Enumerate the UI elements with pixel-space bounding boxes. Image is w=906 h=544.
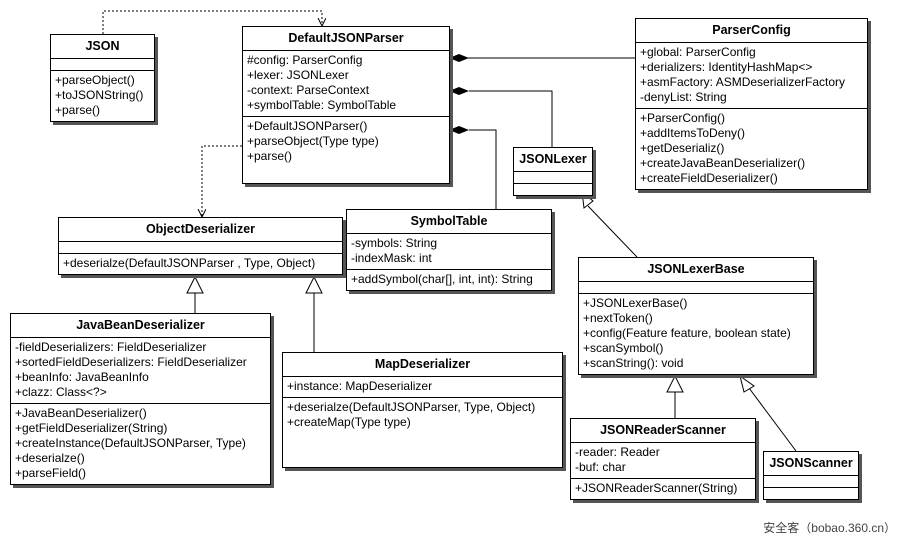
attribute: +derializers: IdentityHashMap<> (640, 60, 813, 74)
operation: +deserialze(DefaultJSONParser, Type, Obj… (287, 400, 536, 414)
class-mapdeserializer: MapDeserializer +instance: MapDeserialize… (282, 352, 563, 468)
class-javabeandeserializer: JavaBeanDeserializer-fieldDeserializers:… (10, 313, 271, 485)
watermark: 安全客（bobao.360.cn） (763, 521, 896, 535)
operation: +scanSymbol() (583, 341, 664, 355)
operations-section: +deserialze(DefaultJSONParser , Type, Ob… (59, 254, 342, 274)
class-jsonreaderscanner: JSONReaderScanner-reader: Reader-buf: ch… (570, 418, 756, 500)
operation: +JavaBeanDeserializer() (15, 406, 147, 420)
attribute: +beanInfo: JavaBeanInfo (15, 370, 149, 384)
class-name: MapDeserializer (283, 353, 562, 377)
operation: +scanString(): void (583, 356, 684, 370)
attribute: +clazz: Class<?> (15, 385, 107, 399)
operation: +getDeserializ() (640, 141, 725, 155)
attribute: +global: ParserConfig (640, 45, 756, 59)
operations-section: +JSONReaderScanner(String) (571, 479, 755, 499)
class-jsonscanner: JSONScanner (763, 451, 859, 500)
dependency-json-parser (102, 10, 322, 34)
attribute: -denyList: String (640, 90, 727, 104)
operations-section: +addSymbol(char[], int, int): String (347, 270, 551, 290)
attribute: +lexer: JSONLexer (247, 68, 349, 82)
attribute: -indexMask: int (351, 251, 432, 265)
attribute: #config: ParserConfig (247, 53, 363, 67)
operation: +createFieldDeserializer() (640, 171, 778, 185)
class-name: JSON (51, 35, 154, 59)
attribute: -fieldDeserializers: FieldDeserializer (15, 340, 207, 354)
diamond-config (449, 54, 469, 62)
attribute: +sortedFieldDeserializers: FieldDeserial… (15, 355, 247, 369)
attributes-section: #config: ParserConfig+lexer: JSONLexer-c… (243, 51, 449, 117)
attributes-section: -reader: Reader-buf: char (571, 443, 755, 479)
attributes-section: -symbols: String-indexMask: int (347, 234, 551, 270)
attributes-section: +global: ParserConfig+derializers: Ident… (636, 43, 867, 109)
operation: +createJavaBeanDeserializer() (640, 156, 806, 170)
operations-section: +JavaBeanDeserializer()+getFieldDeserial… (11, 404, 270, 484)
class-name: JavaBeanDeserializer (11, 314, 270, 338)
operation: +toJSONString() (55, 88, 144, 102)
class-name: JSONLexer (514, 148, 592, 172)
dependency-parser-objdeser (202, 145, 242, 217)
operation: +parseObject() (55, 73, 135, 87)
attribute: -reader: Reader (575, 445, 660, 459)
diamond-lexer (449, 87, 469, 95)
operations-section: +DefaultJSONParser()+parseObject(Type ty… (243, 117, 449, 167)
attribute: +symbolTable: SymbolTable (247, 98, 397, 112)
operation: +getFieldDeserializer(String) (15, 421, 168, 435)
operation: +parseObject(Type type) (247, 134, 379, 148)
operations-section: +ParserConfig()+addItemsToDeny()+getDese… (636, 109, 867, 189)
operation: +deserialze() (15, 451, 85, 465)
aggregation-lexer (469, 90, 553, 147)
class-name: JSONLexerBase (579, 258, 813, 282)
generalization-scanner (748, 387, 797, 452)
attributes-section: +instance: MapDeserializer (283, 377, 562, 398)
attributes-section (51, 59, 154, 71)
operation: +parse() (247, 149, 293, 163)
operation: +ParserConfig() (640, 111, 726, 125)
class-name: ObjectDeserializer (59, 218, 342, 242)
operations-section: +parseObject()+toJSONString()+parse() (51, 71, 154, 121)
operation: +addItemsToDeny() (640, 126, 746, 140)
class-json: JSON +parseObject()+toJSONString()+parse(… (50, 34, 155, 122)
operation: +nextToken() (583, 311, 653, 325)
operation: +config(Feature feature, boolean state) (583, 326, 791, 340)
class-defaultjsonparser: DefaultJSONParser#config: ParserConfig+l… (242, 26, 450, 184)
operation: +JSONLexerBase() (583, 296, 688, 310)
operation: +DefaultJSONParser() (247, 119, 368, 133)
attribute: -buf: char (575, 460, 626, 474)
operation: +parse() (55, 103, 101, 117)
operation: +parseField() (15, 466, 87, 480)
attributes-section (764, 476, 858, 488)
class-symboltable: SymbolTable-symbols: String-indexMask: i… (346, 209, 552, 291)
attributes-section: -fieldDeserializers: FieldDeserializer+s… (11, 338, 270, 404)
operation: +JSONReaderScanner(String) (575, 481, 738, 495)
operations-section: +JSONLexerBase()+nextToken()+config(Feat… (579, 294, 813, 374)
operations-section: +deserialze(DefaultJSONParser, Type, Obj… (283, 398, 562, 433)
class-name: DefaultJSONParser (243, 27, 449, 51)
class-name: JSONReaderScanner (571, 419, 755, 443)
attributes-section (514, 172, 592, 184)
operations-section (514, 184, 592, 195)
class-name: JSONScanner (764, 452, 858, 476)
class-objectdeserializer: ObjectDeserializer +deserialze(DefaultJSO… (58, 217, 343, 275)
class-parserconfig: ParserConfig+global: ParserConfig+derial… (635, 18, 868, 190)
class-jsonlexer: JSONLexer (513, 147, 593, 196)
attributes-section (59, 242, 342, 254)
diamond-symbol (449, 126, 469, 134)
aggregation-symbol (469, 129, 497, 209)
generalization-lexerbase (587, 205, 638, 258)
attribute: +instance: MapDeserializer (287, 379, 433, 393)
attributes-section (579, 282, 813, 294)
class-name: ParserConfig (636, 19, 867, 43)
attribute: +asmFactory: ASMDeserializerFactory (640, 75, 846, 89)
operation: +deserialze(DefaultJSONParser , Type, Ob… (63, 256, 316, 270)
attribute: -context: ParseContext (247, 83, 370, 97)
operation: +addSymbol(char[], int, int): String (351, 272, 533, 286)
class-jsonlexerbase: JSONLexerBase +JSONLexerBase()+nextToken(… (578, 257, 814, 375)
class-name: SymbolTable (347, 210, 551, 234)
operations-section (764, 488, 858, 499)
operation: +createMap(Type type) (287, 415, 411, 429)
attribute: -symbols: String (351, 236, 438, 250)
operation: +createInstance(DefaultJSONParser, Type) (15, 436, 246, 450)
